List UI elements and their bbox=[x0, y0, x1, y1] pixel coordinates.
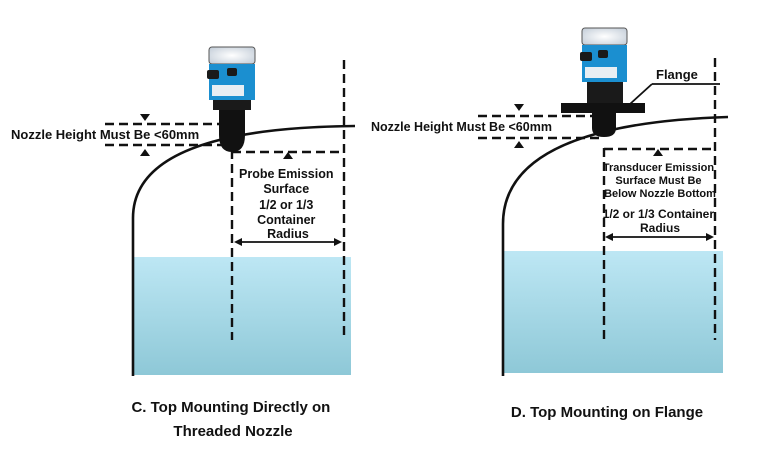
sensor-plate-left bbox=[212, 85, 244, 96]
radius-arrow-w-left bbox=[234, 238, 242, 246]
sensor-thread-left bbox=[219, 110, 245, 152]
transducer-label-line-1: Transducer Emission bbox=[603, 162, 715, 174]
cable-gland-right-a bbox=[580, 52, 592, 61]
probe-label-line-3: 1/2 or 1/3 bbox=[259, 198, 313, 212]
radius-arrow-w-right bbox=[605, 233, 613, 241]
sensor-cap-right bbox=[581, 27, 628, 46]
tank-outline-left bbox=[131, 124, 356, 376]
probe-label-line-4: Container bbox=[257, 213, 315, 227]
flange-plate bbox=[561, 103, 645, 113]
flange-leader bbox=[629, 83, 653, 105]
transducer-label-line-3: Below Nozzle Bottom bbox=[604, 188, 716, 200]
radius-label-right: 1/2 or 1/3 Container Radius bbox=[603, 207, 718, 235]
emission-arrow-left bbox=[283, 152, 293, 159]
sensor-plate-right bbox=[585, 67, 617, 78]
caption-c-line-2: Threaded Nozzle bbox=[173, 423, 292, 440]
nozzle-arrow-down-right bbox=[514, 104, 524, 111]
transducer-label-line-2: Surface Must Be bbox=[615, 175, 701, 187]
caption-c-line-1: C. Top Mounting Directly on bbox=[131, 399, 330, 416]
transducer-label: Transducer Emission Surface Must Be Belo… bbox=[603, 162, 717, 200]
level-transmitter-left bbox=[207, 46, 256, 152]
panel-d-flange: Flange Nozzle Height Must Be <60mm Trans… bbox=[371, 27, 729, 421]
nozzle-arrow-down-left bbox=[140, 114, 150, 121]
sensor-thread-right bbox=[592, 113, 616, 137]
tank-outline-right bbox=[501, 115, 729, 376]
liquid-fill-left bbox=[133, 257, 351, 375]
radius-label-right-line-2: Radius bbox=[640, 221, 680, 235]
probe-label-line-1: Probe Emission bbox=[239, 167, 333, 181]
caption-d: D. Top Mounting on Flange bbox=[511, 404, 703, 421]
caption-c: C. Top Mounting Directly on Threaded Noz… bbox=[131, 399, 334, 440]
probe-label-line-5: Radius bbox=[267, 227, 309, 241]
nozzle-height-label-left: Nozzle Height Must Be <60mm bbox=[11, 127, 199, 142]
sensor-cap-left bbox=[208, 46, 256, 65]
panel-c-threaded-nozzle: Nozzle Height Must Be <60mm Probe Emissi… bbox=[11, 46, 356, 440]
level-transmitter-right bbox=[580, 27, 628, 137]
emission-arrow-right bbox=[653, 149, 663, 156]
nozzle-arrow-up-right bbox=[514, 141, 524, 148]
cable-gland-right-left bbox=[227, 68, 237, 76]
sensor-neck-left bbox=[213, 100, 251, 110]
flange-label: Flange bbox=[656, 67, 698, 82]
radius-label-right-line-1: 1/2 or 1/3 Container bbox=[603, 207, 715, 221]
cable-gland-left bbox=[207, 70, 219, 79]
liquid-fill-right bbox=[503, 251, 723, 373]
nozzle-arrow-up-left bbox=[140, 149, 150, 156]
nozzle-height-label-right: Nozzle Height Must Be <60mm bbox=[371, 120, 552, 134]
sensor-neck-right bbox=[587, 82, 623, 103]
probe-label-left: Probe Emission Surface 1/2 or 1/3 Contai… bbox=[239, 167, 337, 241]
cable-gland-right-b bbox=[598, 50, 608, 58]
radius-arrow-e-left bbox=[334, 238, 342, 246]
radius-arrow-e-right bbox=[706, 233, 714, 241]
probe-label-line-2: Surface bbox=[263, 182, 309, 196]
